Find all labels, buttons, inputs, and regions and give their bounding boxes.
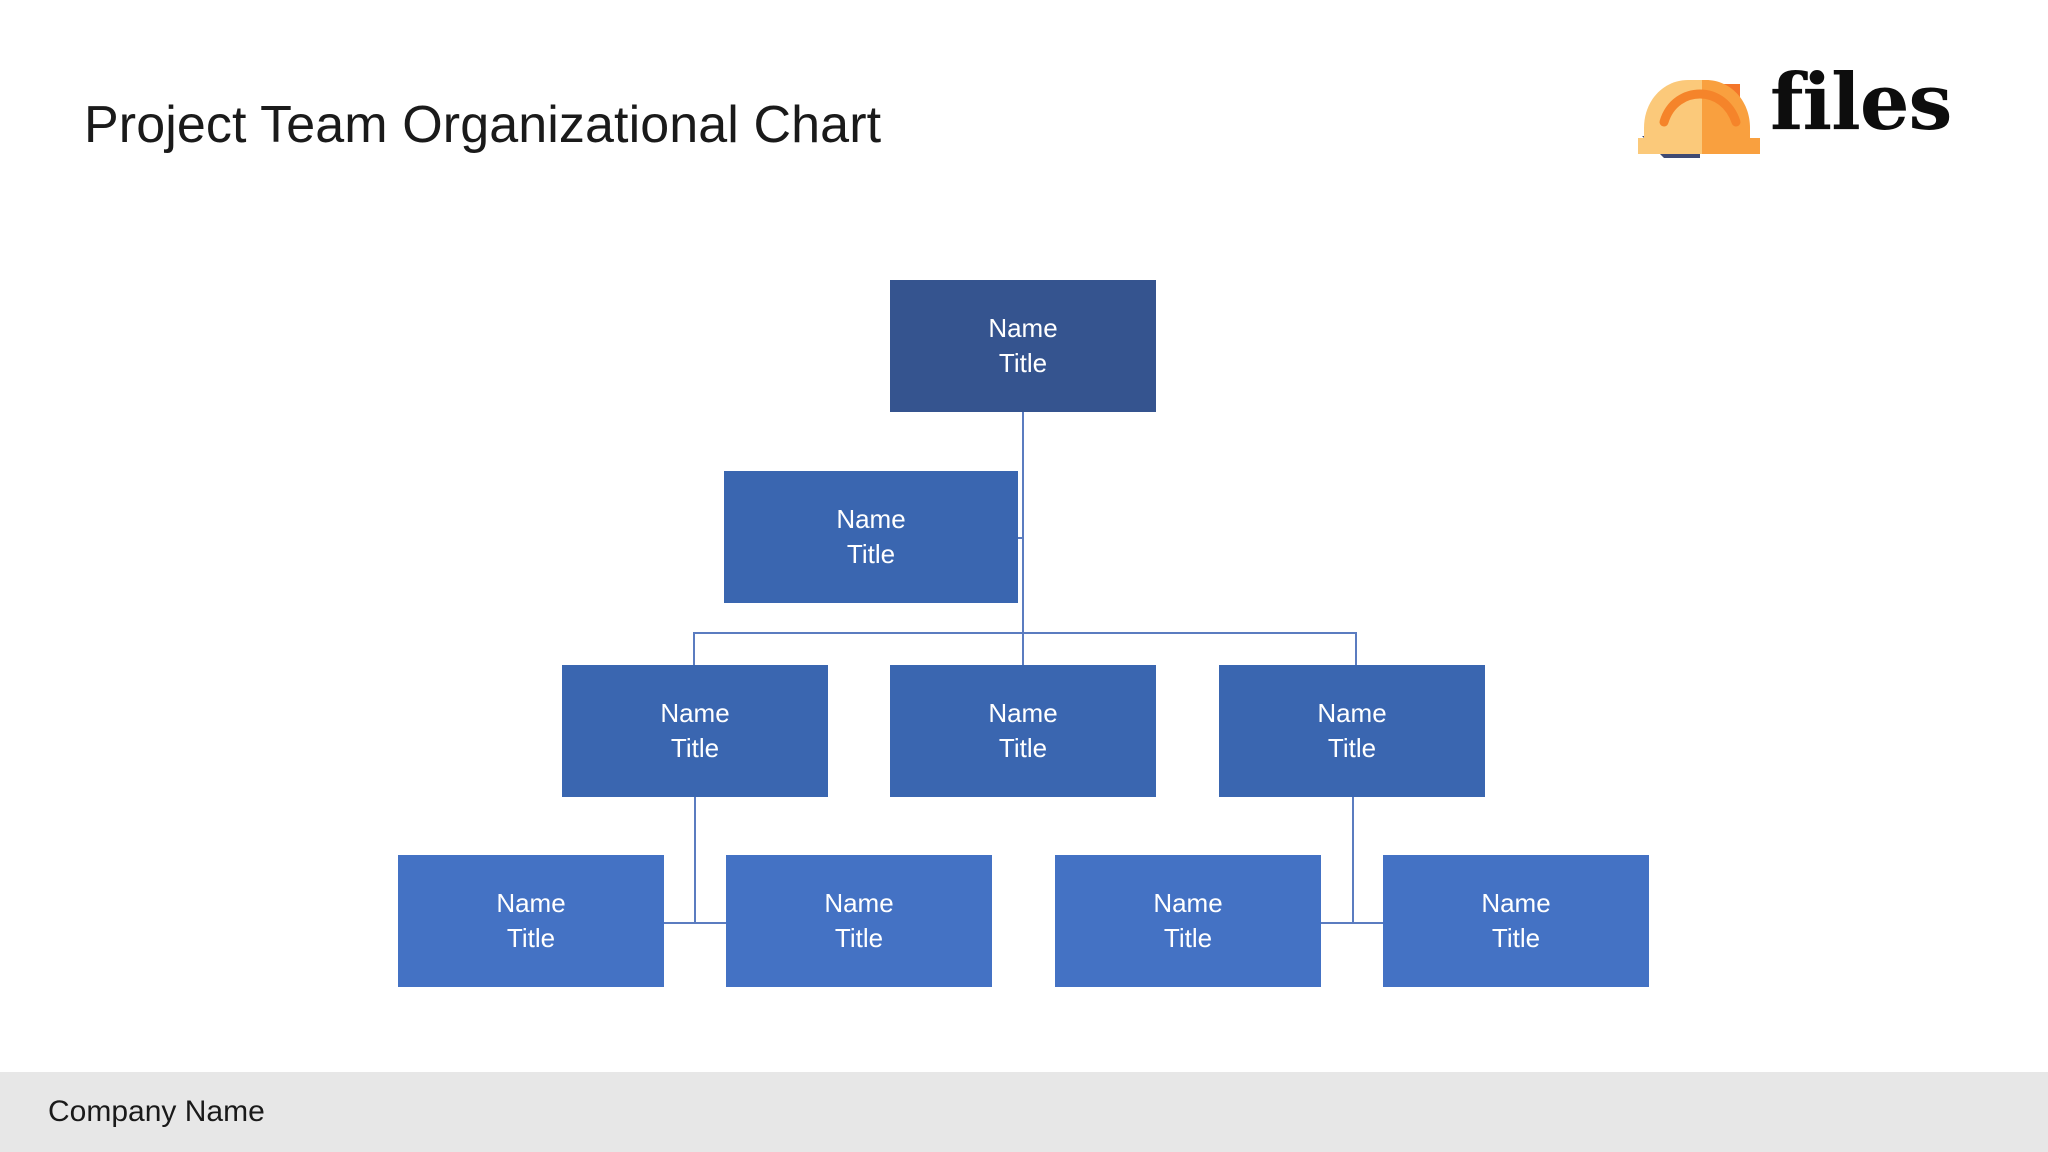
org-node-name: Name [988, 697, 1058, 728]
connector-c-assistant-stub [1018, 537, 1024, 539]
org-node-name: Name [496, 887, 566, 918]
org-node-title: Title [670, 733, 720, 763]
company-name-label: Company Name [48, 1095, 265, 1128]
org-node-name: Name [836, 503, 906, 534]
org-node-name: Name [1153, 887, 1223, 918]
org-node-title: Title [834, 923, 884, 953]
org-node-title: Title [998, 733, 1048, 763]
org-node-title: Title [846, 539, 896, 569]
hard-hat-icon [1638, 62, 1766, 158]
org-node-title: Title [1491, 923, 1541, 953]
connector-c-level3-bar [693, 632, 1355, 634]
connector-c-level4-drop-right [1352, 797, 1354, 922]
connector-c-level3-drop-mid [1022, 632, 1024, 665]
org-node-name: Name [1317, 697, 1387, 728]
org-node-name: Name [988, 312, 1058, 343]
org-node-name: Name [824, 887, 894, 918]
org-node-name: Name [1481, 887, 1551, 918]
connector-c-level4-bar-left [664, 922, 726, 924]
connector-c-level3-drop-left [693, 632, 695, 665]
logo-wordmark: files [1770, 57, 1952, 148]
org-node-title: Title [1163, 923, 1213, 953]
org-node-name: Name [660, 697, 730, 728]
slide-footer: Company Name [0, 1072, 2048, 1152]
connector-c-level3-drop-right [1355, 632, 1357, 665]
page-title: Project Team Organizational Chart [84, 96, 882, 154]
connector-c-level4-drop-left [694, 797, 696, 922]
connector-c-root-trunk [1022, 412, 1024, 634]
connector-c-level4-bar-right [1321, 922, 1383, 924]
org-node-title: Title [998, 348, 1048, 378]
org-node-title: Title [1327, 733, 1377, 763]
brand-logo: files [1638, 58, 1968, 158]
org-node-title: Title [506, 923, 556, 953]
